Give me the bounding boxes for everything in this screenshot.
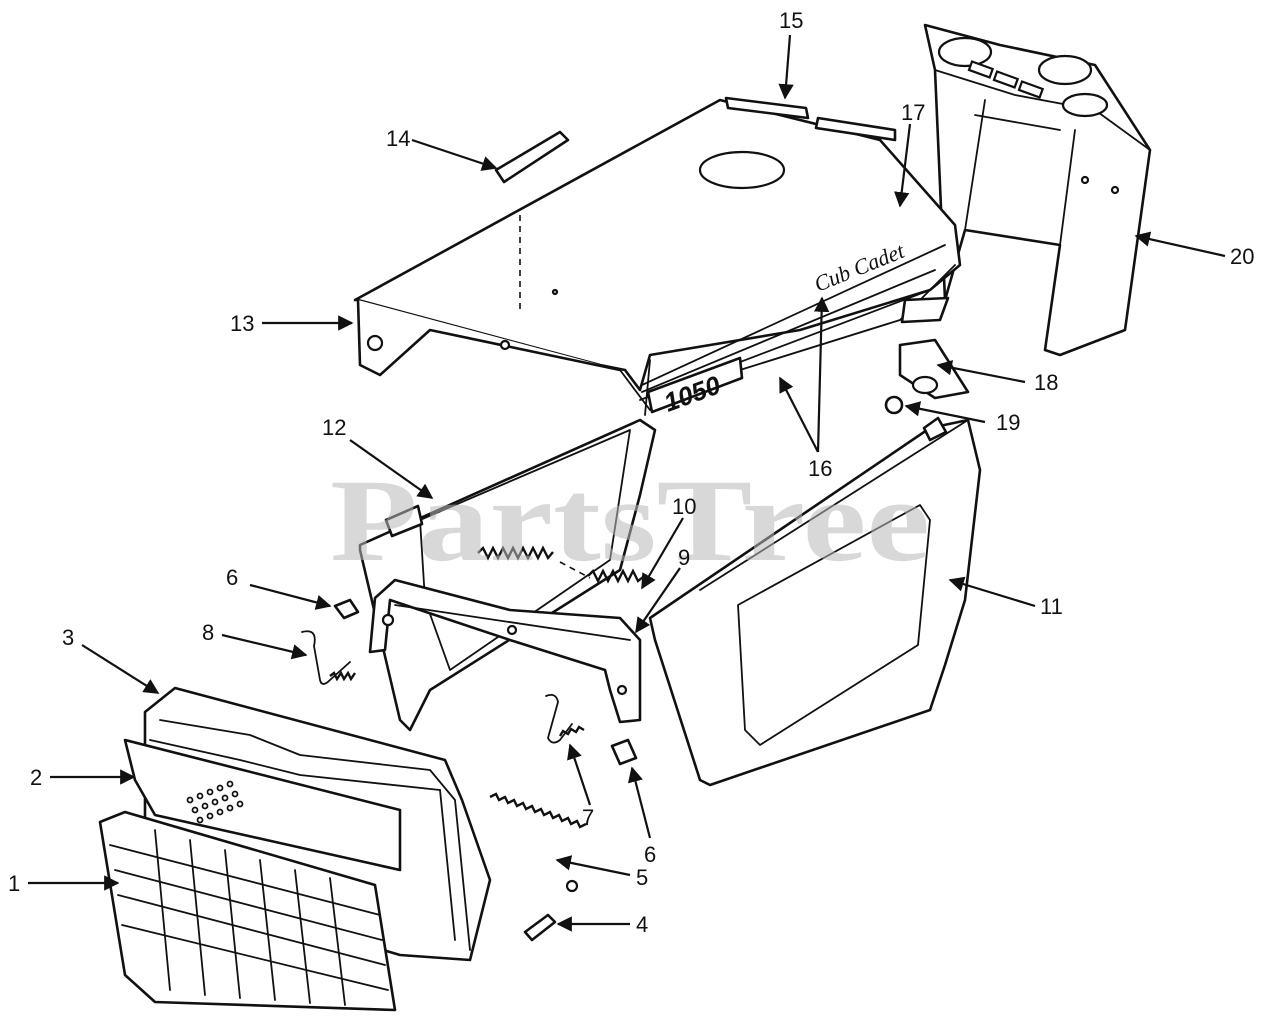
callout-6-upper: 6 — [226, 565, 238, 590]
callout-2: 2 — [30, 765, 42, 790]
hood-part: 1050 Cub Cadet — [353, 98, 962, 418]
pin-7-part — [545, 693, 585, 744]
callout-8: 8 — [202, 620, 214, 645]
callout-4: 4 — [636, 912, 648, 937]
clip-part — [523, 913, 557, 942]
callout-18: 18 — [1034, 370, 1058, 395]
callout-20: 20 — [1230, 244, 1254, 269]
leader-9 — [635, 567, 681, 634]
callout-16: 16 — [808, 456, 832, 481]
leader-3 — [81, 644, 160, 694]
leader-5 — [555, 855, 631, 877]
pad-6-upper-part — [333, 598, 360, 620]
spring-10-part — [477, 545, 644, 584]
nut-part — [884, 395, 904, 415]
grille-housing-frame-part — [368, 578, 642, 724]
hood-strip-parts — [724, 96, 897, 142]
callout-13: 13 — [230, 311, 254, 336]
callout-15: 15 — [779, 8, 803, 33]
leader-15 — [778, 34, 794, 100]
callout-14: 14 — [386, 126, 410, 151]
leader-14 — [411, 138, 498, 171]
leader-7 — [567, 743, 592, 806]
bumper-pad-part — [494, 130, 570, 184]
callout-7: 7 — [582, 805, 594, 830]
leader-6b — [627, 766, 652, 839]
callout-5: 5 — [636, 865, 648, 890]
callout-6-lower: 6 — [644, 842, 656, 867]
partstree-watermark: PartsTree — [330, 455, 930, 586]
leader-8 — [221, 633, 308, 660]
callout-12: 12 — [322, 415, 346, 440]
leader-16a — [779, 376, 819, 453]
callout-11: 11 — [1040, 594, 1063, 619]
callout-9: 9 — [678, 545, 690, 570]
latch-part — [898, 296, 970, 400]
leader-18 — [936, 360, 1026, 384]
leader-6a — [249, 583, 332, 610]
leader-20 — [1134, 231, 1226, 258]
callout-1: 1 — [8, 871, 20, 896]
side-panel-right-part — [648, 416, 982, 787]
pin-8-part — [301, 630, 356, 685]
spring-5-part — [489, 792, 587, 893]
callout-17: 17 — [901, 100, 925, 125]
grille-part — [98, 810, 397, 1012]
callout-10: 10 — [672, 494, 696, 519]
hood-model-number: 1050 — [660, 369, 725, 417]
leader-10 — [641, 517, 684, 590]
leader-16b — [813, 296, 830, 453]
leader-17 — [894, 123, 912, 208]
callout-19: 19 — [996, 410, 1020, 435]
leader-lines — [28, 34, 1226, 932]
callout-labels: 1 2 3 4 5 6 6 7 8 9 10 11 12 13 14 15 16… — [8, 8, 1254, 937]
leader-19 — [904, 401, 986, 424]
dash-panel-part — [923, 23, 1152, 357]
pad-6-lower-part — [610, 738, 638, 766]
leader-12 — [349, 439, 434, 499]
leader-11 — [948, 576, 1036, 608]
callout-3: 3 — [62, 625, 74, 650]
